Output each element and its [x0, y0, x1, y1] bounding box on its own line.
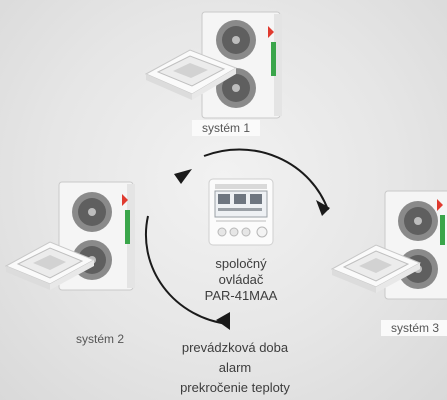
controller-label-line1: spoločný [215, 256, 267, 271]
cassette-unit-icon [4, 241, 96, 290]
arrowhead-right-icon [316, 200, 330, 216]
controller-button-1-icon [217, 227, 227, 237]
system-1-label: systém 1 [192, 120, 260, 136]
controller-power-button-icon [256, 226, 268, 238]
function-list: prevádzková doba alarm prekročenie teplo… [150, 338, 320, 398]
outdoor-unit-icon [201, 11, 282, 119]
function-item-operating-time: prevádzková doba [181, 340, 289, 355]
arrowhead-bottom-icon [216, 312, 230, 330]
arrowhead-top-left-icon [174, 169, 192, 184]
cassette-unit-icon [330, 244, 422, 293]
cycle-arrows [134, 140, 346, 352]
system-3-label: systém 3 [381, 320, 447, 336]
controller-label-line2: ovládač [218, 272, 264, 287]
cycle-arc-lower-left [145, 215, 229, 325]
function-item-temperature-exceeded: prekročenie teploty [180, 380, 290, 395]
controller-button-2-icon [229, 227, 239, 237]
system-1-group [140, 8, 290, 123]
system-2-group [4, 180, 144, 295]
system-2-illustration [4, 181, 135, 291]
system-1-illustration [144, 11, 282, 119]
system-3-illustration [330, 190, 447, 300]
system-2-label: systém 2 [75, 332, 124, 346]
controller-model: PAR-41MAA [204, 288, 278, 303]
system-3-group [330, 185, 447, 305]
cycle-arc-upper-right [203, 148, 329, 211]
controller-button-3-icon [241, 227, 251, 237]
controller-label: spoločný ovládač PAR-41MAA [186, 256, 296, 304]
controller-device [206, 178, 276, 248]
cassette-unit-icon [144, 49, 238, 100]
function-item-alarm: alarm [218, 360, 252, 375]
